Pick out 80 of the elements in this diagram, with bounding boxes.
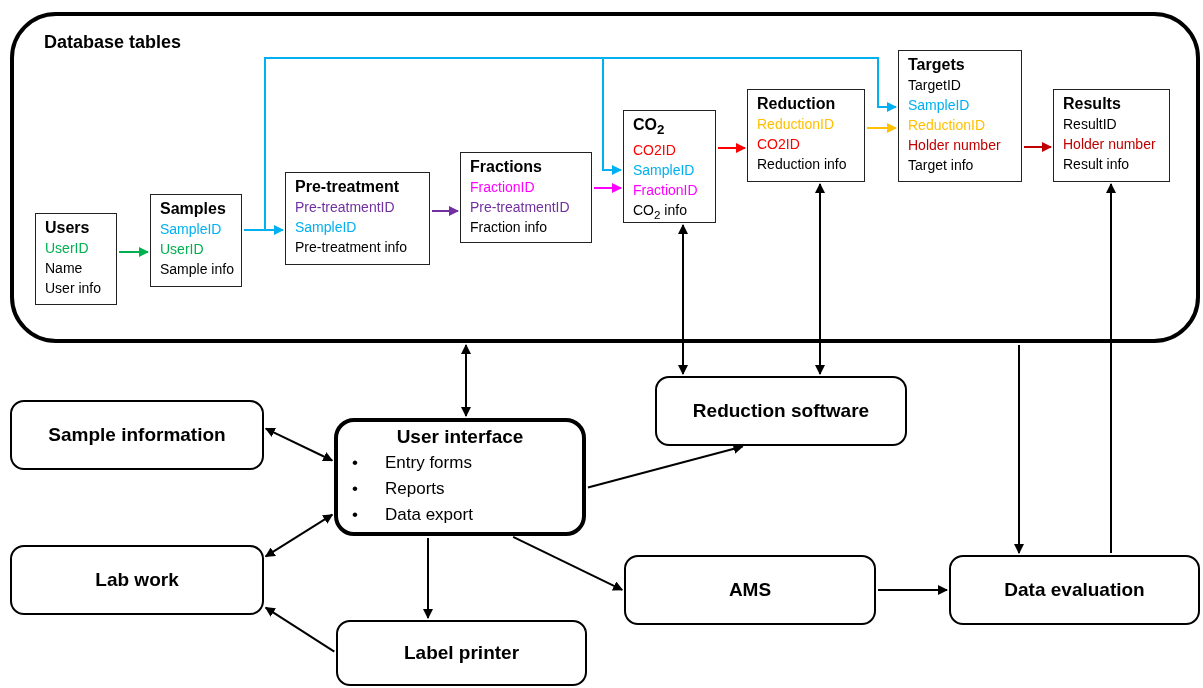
field-name: SampleID bbox=[908, 96, 970, 115]
field-name: ReductionID bbox=[757, 115, 835, 134]
table-box bbox=[898, 50, 1022, 182]
field-name: FractionID bbox=[633, 181, 698, 201]
table-box bbox=[747, 89, 865, 182]
field-name: ReductionID bbox=[908, 116, 986, 135]
box-label: User interface bbox=[395, 426, 525, 448]
table-box bbox=[460, 152, 592, 243]
table-title: Users bbox=[45, 218, 90, 238]
arrow bbox=[264, 427, 334, 462]
field-name: Result info bbox=[1063, 155, 1130, 174]
section-title: Database tables bbox=[44, 32, 182, 53]
field-name: Holder number bbox=[1063, 135, 1156, 154]
box-label: AMS bbox=[728, 579, 772, 601]
arrow bbox=[431, 206, 459, 216]
arrow bbox=[586, 444, 744, 489]
table-title: Fractions bbox=[470, 157, 542, 177]
arrow bbox=[423, 537, 433, 619]
process-box bbox=[336, 620, 587, 686]
field-name: ResultID bbox=[1063, 115, 1117, 134]
field-name: CO2ID bbox=[757, 135, 800, 154]
field-name: Target info bbox=[908, 156, 974, 175]
container-panel bbox=[10, 12, 1200, 343]
field-name: Holder number bbox=[908, 136, 1001, 155]
field-name: CO$_{2}$ info bbox=[633, 201, 687, 223]
field-name: FractionID bbox=[470, 178, 535, 197]
arrow bbox=[866, 123, 897, 133]
arrow bbox=[1106, 183, 1116, 554]
table-title: Results bbox=[1063, 94, 1121, 114]
table-title: CO$_{2}$ bbox=[633, 115, 665, 140]
field-name: TargetID bbox=[908, 76, 961, 95]
table-box bbox=[1053, 89, 1170, 182]
field-name: UserID bbox=[160, 240, 204, 259]
arrow bbox=[593, 183, 622, 193]
list-item: • Reports bbox=[352, 478, 446, 500]
list-item: • Data export bbox=[352, 504, 474, 526]
field-name: Pre-treatment info bbox=[295, 238, 408, 257]
table-box bbox=[285, 172, 430, 265]
arrow bbox=[512, 535, 624, 591]
field-name: Reduction info bbox=[757, 155, 847, 174]
process-box bbox=[949, 555, 1200, 625]
field-name: Pre-treatmentID bbox=[295, 198, 395, 217]
field-name: SampleID bbox=[633, 161, 695, 181]
table-title: Pre-treatment bbox=[295, 177, 400, 197]
arrow bbox=[461, 344, 471, 417]
process-box bbox=[10, 400, 264, 470]
arrow bbox=[264, 606, 336, 653]
arrow bbox=[678, 224, 688, 375]
arrow bbox=[118, 247, 149, 257]
arrow bbox=[815, 183, 825, 375]
table-title: Targets bbox=[908, 55, 965, 75]
arrow bbox=[1014, 344, 1024, 554]
arrow bbox=[1023, 142, 1052, 152]
box-label: Sample information bbox=[48, 424, 226, 446]
field-name: UserID bbox=[45, 239, 89, 258]
field-name: Name bbox=[45, 259, 83, 278]
interface-box bbox=[334, 418, 586, 536]
process-box bbox=[624, 555, 876, 625]
arrow bbox=[717, 143, 746, 153]
box-label: Lab work bbox=[95, 569, 179, 591]
box-label: Data evaluation bbox=[1004, 579, 1145, 601]
field-name: Sample info bbox=[160, 260, 234, 279]
field-name: Pre-treatmentID bbox=[470, 198, 570, 217]
table-box bbox=[150, 194, 242, 287]
field-name: CO2ID bbox=[633, 141, 676, 161]
table-box bbox=[623, 110, 716, 223]
list-item: • Entry forms bbox=[352, 452, 473, 474]
field-name: Fraction info bbox=[470, 218, 548, 237]
process-box bbox=[10, 545, 264, 615]
box-label: Reduction software bbox=[692, 400, 870, 422]
table-title: Reduction bbox=[757, 94, 836, 114]
field-name: SampleID bbox=[295, 218, 357, 237]
arrow bbox=[877, 585, 948, 595]
field-name: SampleID bbox=[160, 220, 222, 239]
process-box bbox=[655, 376, 907, 446]
table-title: Samples bbox=[160, 199, 226, 219]
field-name: User info bbox=[45, 279, 102, 298]
table-box bbox=[35, 213, 117, 305]
box-label: Label printer bbox=[403, 642, 520, 664]
arrow bbox=[264, 513, 334, 558]
